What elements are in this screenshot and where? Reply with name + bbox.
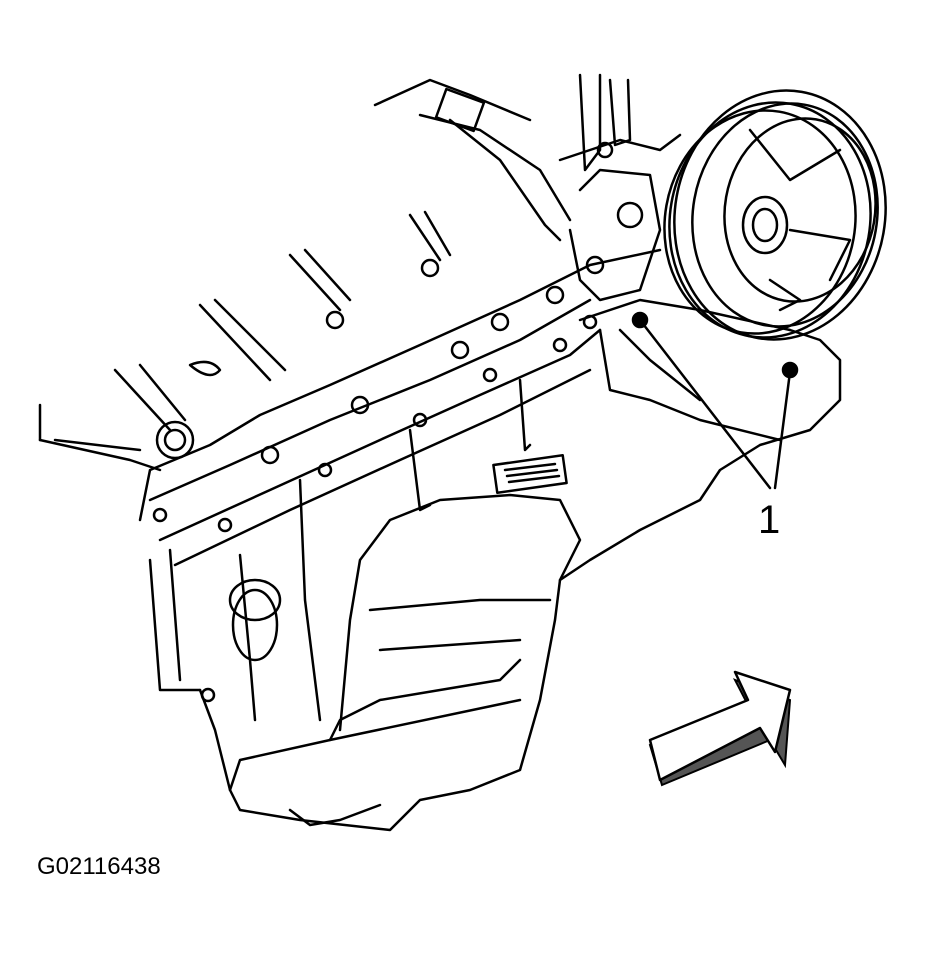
oil-pan	[148, 298, 842, 832]
figure-id: G02116438	[37, 853, 161, 880]
crankshaft-pulley	[663, 89, 887, 341]
forward-arrow-icon	[648, 670, 792, 787]
timing-area	[373, 73, 682, 302]
callout-label-1: 1	[758, 498, 781, 542]
engine-block	[38, 210, 662, 567]
callout-leader-lines	[631, 311, 799, 490]
